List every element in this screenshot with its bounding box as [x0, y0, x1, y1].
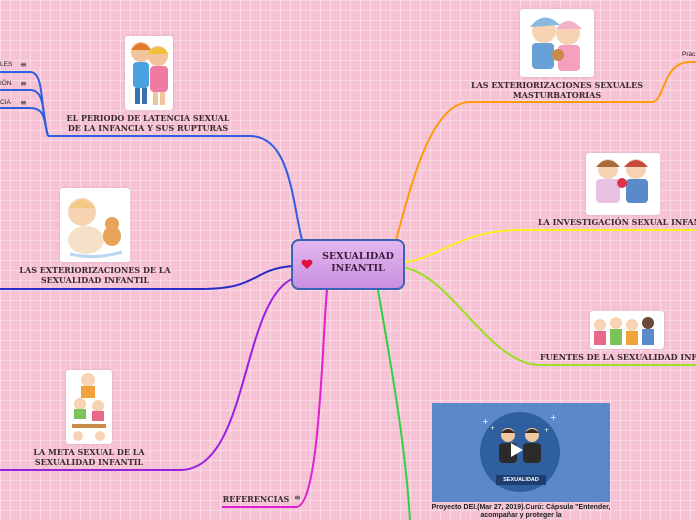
video-caption[interactable]: Proyecto DEI.(Mar 27, 2019).Curú: Cápsul… — [431, 504, 611, 519]
connector-latency — [48, 135, 303, 241]
branch-label-references[interactable]: REFERENCIAS — [222, 494, 290, 504]
heart-icon — [301, 259, 313, 269]
branch-label-latency[interactable]: EL PERIODO DE LATENCIA SEXUAL DE LA INFA… — [66, 113, 230, 133]
video-thumbnail[interactable]: SEXUALIDAD + + + + — [432, 403, 610, 502]
connector-sexual-goal — [0, 277, 295, 471]
children-stack-illustration — [66, 370, 112, 444]
connector-sources — [404, 267, 696, 366]
sparkle-icon: + — [482, 417, 489, 426]
notes-icon[interactable]: ≡ — [20, 60, 27, 69]
kids-illustration-latency — [125, 36, 173, 110]
baby-illustration — [60, 188, 130, 262]
video-badge: SEXUALIDAD — [496, 475, 546, 485]
connector-investigation — [404, 229, 696, 263]
group-kids-illustration — [590, 311, 664, 349]
connector-sub-3 — [0, 107, 49, 137]
sparkle-icon: + — [550, 413, 557, 422]
connector-masturbatory — [395, 61, 696, 241]
branch-label-exteriorizations[interactable]: LAS EXTERIORIZACIONES DE LA SEXUALIDAD I… — [19, 265, 171, 285]
kissing-kids-illustration — [520, 9, 594, 77]
connector-references — [222, 289, 328, 508]
notes-icon[interactable]: ≡ — [294, 493, 301, 502]
subtopic-label-2[interactable]: IÓN — [0, 80, 12, 87]
branch-label-sexual-goal[interactable]: LA META SEXUAL DE LA SEXUALIDAD INFANTIL — [33, 447, 145, 467]
notes-icon[interactable]: ≡ — [20, 98, 27, 107]
branch-label-masturbatory[interactable]: LAS EXTERIORIZACIONES SEXUALES MASTURBAT… — [470, 80, 644, 100]
sparkle-icon: + — [490, 425, 496, 432]
branch-label-sources[interactable]: FUENTES DE LA SEXUALIDAD INFAN — [540, 352, 696, 362]
doll-kids-illustration — [586, 153, 660, 215]
connector-exteriorizations — [0, 265, 293, 290]
notes-icon[interactable]: ≡ — [20, 79, 27, 88]
connector-video — [377, 289, 411, 520]
play-icon[interactable] — [511, 443, 523, 457]
branch-label-investigation[interactable]: LA INVESTIGACIÓN SEXUAL INFANT — [538, 217, 696, 227]
central-topic[interactable]: SEXUALIDAD INFANTIL — [291, 239, 405, 290]
subtopic-label-1[interactable]: LES — [0, 61, 13, 68]
subtopic-label-3[interactable]: CIA — [0, 99, 11, 106]
sparkle-icon: + — [544, 427, 550, 434]
central-topic-title: SEXUALIDAD INFANTIL — [322, 251, 394, 274]
subtopic-label-right[interactable]: Prác — [682, 51, 696, 58]
